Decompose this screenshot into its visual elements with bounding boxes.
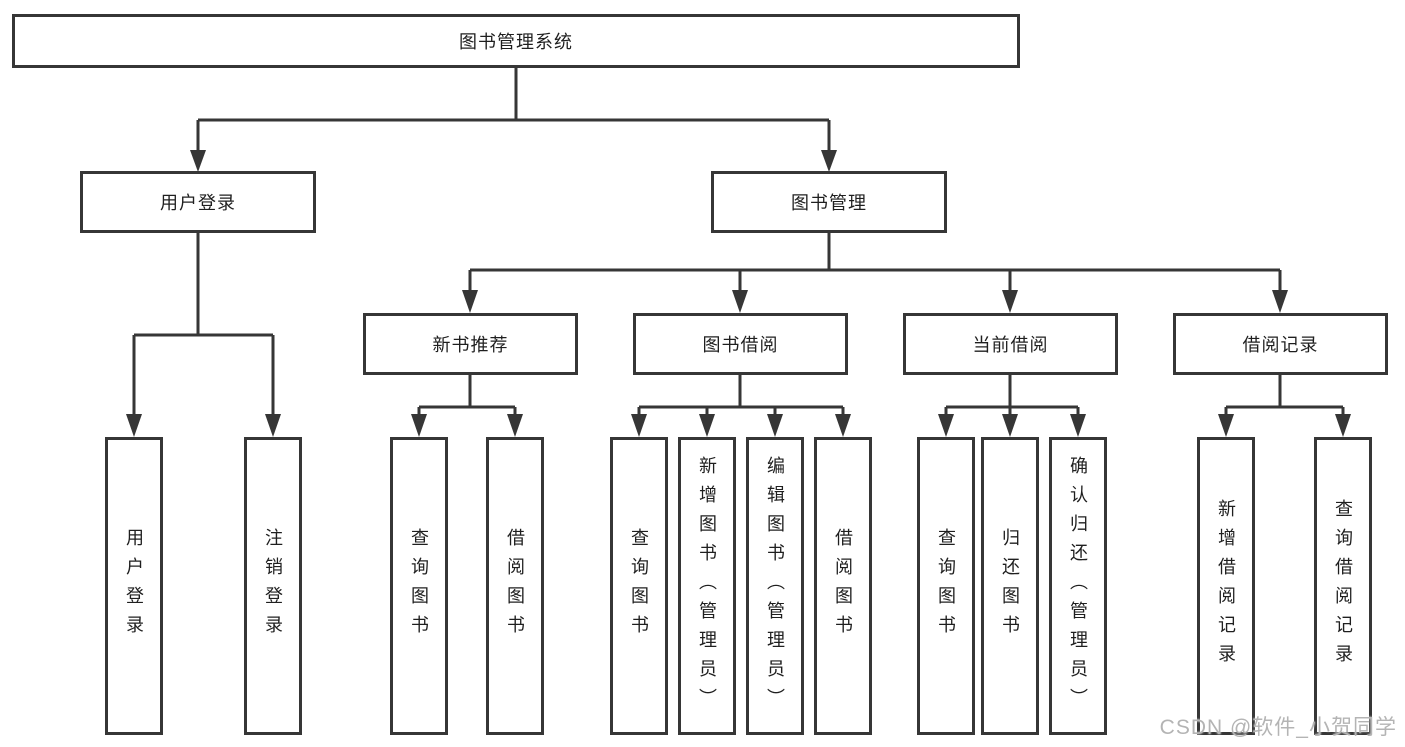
node-label: 新增借阅记录 — [1216, 499, 1236, 673]
connector-new-book-children — [411, 375, 523, 437]
node-label: 图书管理 — [791, 193, 867, 213]
connector-book-borrow-children — [631, 375, 851, 437]
connector-book-manage-children — [462, 233, 1288, 313]
node-label: 注销登录 — [263, 528, 283, 644]
node-label: 查询图书 — [936, 528, 956, 644]
leaf-query-books: 查询图书 — [917, 437, 975, 735]
leaf-borrow-books: 借阅图书 — [486, 437, 544, 735]
node-label: 图书借阅 — [702, 335, 779, 355]
node-borrowing-records: 借阅记录 — [1173, 313, 1388, 375]
node-label: 归还图书 — [1000, 528, 1020, 644]
node-user-login: 用户登录 — [80, 171, 316, 233]
node-label: 查询图书 — [409, 528, 429, 644]
node-label: 借阅记录 — [1242, 335, 1319, 355]
connector-current-borrow-children — [938, 375, 1086, 437]
node-current-borrowing: 当前借阅 — [903, 313, 1118, 375]
leaf-query-books: 查询图书 — [610, 437, 668, 735]
leaf-query-books: 查询图书 — [390, 437, 448, 735]
csdn-watermark: CSDN @软件_小贺同学 — [1159, 716, 1397, 739]
leaf-add-books-admin: 新增图书（管理员） — [678, 437, 736, 735]
node-book-borrowing: 图书借阅 — [633, 313, 848, 375]
leaf-return-books: 归还图书 — [981, 437, 1039, 735]
node-label: 查询图书 — [629, 528, 649, 644]
node-label: 确认归还（管理员） — [1068, 455, 1088, 717]
node-label: 编辑图书（管理员） — [765, 455, 785, 717]
connector-borrow-record-children — [1218, 375, 1351, 437]
node-label: 借阅图书 — [505, 528, 525, 644]
node-label: 当前借阅 — [972, 335, 1049, 355]
leaf-borrow-books: 借阅图书 — [814, 437, 872, 735]
leaf-edit-books-admin: 编辑图书（管理员） — [746, 437, 804, 735]
connector-user-login-children — [126, 233, 281, 437]
node-label: 新书推荐 — [432, 335, 509, 355]
leaf-add-borrow-record: 新增借阅记录 — [1197, 437, 1255, 735]
node-root-system: 图书管理系统 — [12, 14, 1020, 68]
node-label: 图书管理系统 — [459, 32, 573, 52]
leaf-logout: 注销登录 — [244, 437, 302, 735]
connector-root-to-level2 — [190, 68, 837, 172]
node-label: 查询借阅记录 — [1333, 499, 1353, 673]
node-new-book-recommend: 新书推荐 — [363, 313, 578, 375]
leaf-confirm-return-admin: 确认归还（管理员） — [1049, 437, 1107, 735]
node-label: 借阅图书 — [833, 528, 853, 644]
node-label: 新增图书（管理员） — [697, 455, 717, 717]
leaf-user-login: 用户登录 — [105, 437, 163, 735]
node-label: 用户登录 — [160, 193, 236, 213]
node-book-management: 图书管理 — [711, 171, 947, 233]
leaf-query-borrow-record: 查询借阅记录 — [1314, 437, 1372, 735]
node-label: 用户登录 — [124, 528, 144, 644]
